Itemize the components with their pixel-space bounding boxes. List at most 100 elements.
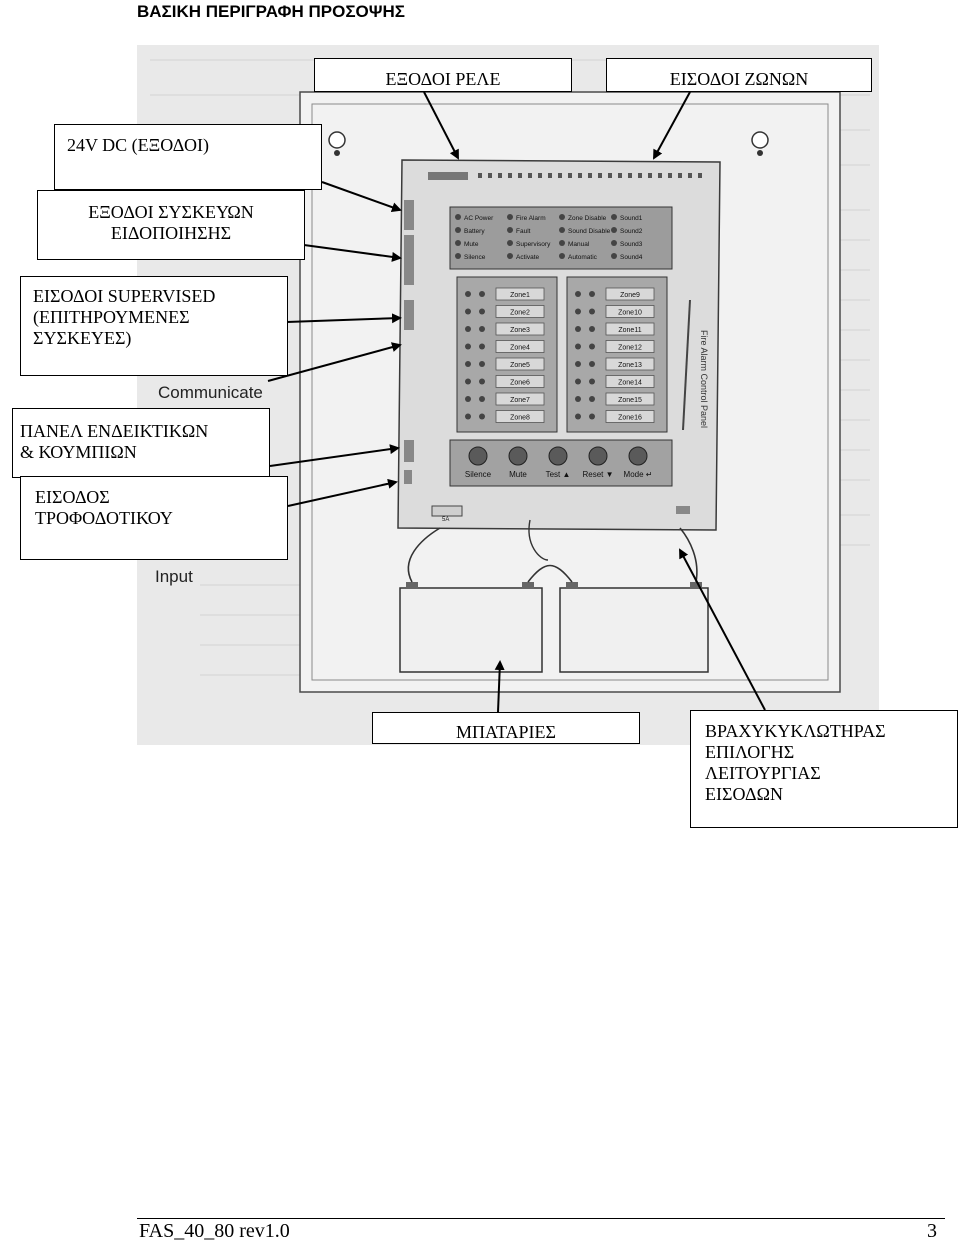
svg-text:Mute: Mute (509, 470, 527, 479)
side-panel-text: Fire Alarm Control Panel (699, 330, 709, 428)
svg-text:Zone7: Zone7 (510, 397, 530, 404)
status-led-fault: Fault (507, 227, 531, 235)
status-led-ac-power: AC Power (455, 214, 494, 222)
callout-zone-inputs: ΕΙΣΟΔΟΙ ΖΩΝΩΝ (606, 58, 872, 92)
page-title: ΒΑΣΙΚΗ ΠΕΡΙΓΡΑΦΗ ΠΡΟΣΟΨΗΣ (137, 2, 405, 21)
svg-text:Reset ▼: Reset ▼ (582, 470, 613, 479)
status-led-sound3: Sound3 (611, 240, 643, 248)
svg-text:AC Power: AC Power (464, 215, 494, 222)
svg-text:Zone13: Zone13 (618, 362, 642, 369)
svg-text:Sound4: Sound4 (620, 254, 643, 261)
svg-text:Automatic: Automatic (568, 254, 598, 261)
zone-indicator-zone8: Zone8 (465, 410, 545, 423)
arrow-notification-outputs (303, 244, 402, 262)
zone-indicator-zone10: Zone10 (575, 305, 655, 318)
zone-indicator-zone2: Zone2 (465, 305, 545, 318)
panel-button-reset: Reset ▼ (582, 446, 614, 479)
arrow-relay-outputs (423, 91, 459, 160)
status-led-supervisory: Supervisory (507, 240, 551, 248)
svg-text:Sound3: Sound3 (620, 241, 643, 248)
panel-button-mute: Mute (508, 446, 528, 479)
callout-relay-outputs: ΕΞΟΔΟΙ ΡΕΛΕ (314, 58, 572, 92)
svg-text:Zone11: Zone11 (618, 327, 641, 334)
arrow-power-input (287, 478, 398, 507)
svg-text:Battery: Battery (464, 228, 485, 235)
communicate-label: Communicate (158, 383, 263, 402)
arrow-batteries (494, 660, 505, 713)
svg-text:Zone5: Zone5 (510, 362, 530, 369)
panel-button-mode: Mode ↵ (624, 446, 653, 479)
zone-indicator-zone11: Zone11 (575, 322, 655, 336)
zone-indicator-zone16: Zone16 (575, 410, 655, 423)
fuse-label: 5A (442, 517, 449, 523)
svg-text:Silence: Silence (464, 254, 486, 261)
svg-text:Sound2: Sound2 (620, 228, 643, 235)
status-led-sound4: Sound4 (611, 253, 643, 261)
svg-text:Zone3: Zone3 (510, 327, 530, 334)
footer-page-number: 3 (927, 1220, 937, 1242)
svg-text:Zone6: Zone6 (510, 380, 530, 387)
zone-indicator-zone6: Zone6 (465, 375, 545, 388)
svg-text:Test ▲: Test ▲ (546, 470, 571, 479)
callout-supervised-inputs: ΕΙΣΟΔΟΙ SUPERVISED (ΕΠΙΤΗΡΟΥΜΕΝΕΣ ΣΥΣΚΕΥ… (20, 276, 288, 376)
status-led-battery: Battery (455, 227, 485, 235)
svg-text:Mode ↵: Mode ↵ (624, 470, 653, 479)
callout-power-input: ΕΙΣΟΔΟΣ ΤΡΟΦΟΔΟΤΙΚΟΥ (20, 476, 288, 560)
callout-dc-outputs: 24V DC (ΕΞΟΔΟΙ) (54, 124, 322, 190)
footer-doc-id: FAS_40_80 rev1.0 (139, 1220, 290, 1242)
svg-text:Supervisory: Supervisory (516, 241, 551, 248)
svg-text:Zone1: Zone1 (510, 292, 530, 299)
status-led-activate: Activate (507, 253, 540, 261)
svg-text:Zone4: Zone4 (510, 345, 530, 352)
svg-text:Fire Alarm: Fire Alarm (516, 215, 546, 222)
zone-indicator-zone14: Zone14 (575, 375, 655, 388)
svg-text:Mute: Mute (464, 241, 479, 248)
zone-indicator-zone13: Zone13 (575, 357, 655, 371)
svg-text:Zone12: Zone12 (618, 345, 642, 352)
svg-text:Fault: Fault (516, 228, 531, 235)
arrow-supervised-inputs-b (267, 342, 402, 382)
control-panel-photo: AC Power Fire Alarm Zone Disable Sound1Batt… (137, 45, 879, 745)
svg-text:Manual: Manual (568, 241, 590, 248)
panel-button-test: Test ▲ (546, 446, 571, 479)
arrow-indicator-panel (269, 444, 400, 467)
status-led-sound1: Sound1 (611, 214, 643, 222)
arrow-zone-inputs (653, 91, 691, 160)
status-led-automatic: Automatic (559, 253, 598, 261)
svg-text:Zone2: Zone2 (510, 310, 530, 317)
svg-text:Zone8: Zone8 (510, 415, 530, 422)
zone-indicator-zone3: Zone3 (465, 322, 545, 336)
status-led-fire-alarm: Fire Alarm (507, 214, 546, 222)
callout-batteries: ΜΠΑΤΑΡΙΕΣ (372, 712, 640, 744)
zone-indicator-zone9: Zone9 (575, 287, 655, 301)
arrow-supervised-inputs-a (286, 313, 402, 324)
svg-text:Zone Disable: Zone Disable (568, 215, 607, 222)
svg-text:Activate: Activate (516, 254, 540, 261)
status-led-sound-disable: Sound Disable (559, 227, 611, 235)
status-led-silence: Silence (455, 253, 486, 261)
callout-dip-switch: ΒΡΑΧΥΚΥΚΛΩΤΗΡΑΣ ΕΠΙΛΟΓΗΣ ΛΕΙΤΟΥΡΓΙΑΣ ΕΙΣ… (690, 710, 958, 828)
svg-text:Zone14: Zone14 (618, 380, 642, 387)
svg-text:Zone15: Zone15 (618, 397, 642, 404)
callout-indicator-panel: ΠΑΝΕΛ ΕΝΔΕΙΚΤΙΚΩΝ & ΚΟΥΜΠΙΩΝ (12, 408, 270, 478)
panel-button-silence: Silence (465, 446, 492, 479)
status-led-mute: Mute (455, 240, 479, 248)
callout-notification-outputs: ΕΞΟΔΟΙ ΣΥΣΚΕΥΩΝ ΕΙΔΟΠΟΙΗΣΗΣ (37, 190, 305, 260)
zone-indicator-zone15: Zone15 (575, 392, 655, 406)
input-label: Input (155, 567, 193, 586)
status-led-zone-disable: Zone Disable (559, 214, 607, 222)
zone-indicator-zone4: Zone4 (465, 340, 545, 353)
svg-text:Sound1: Sound1 (620, 215, 643, 222)
zone-indicator-zone5: Zone5 (465, 357, 545, 371)
zone-indicator-zone12: Zone12 (575, 340, 655, 353)
footer-rule (137, 1218, 945, 1219)
status-led-sound2: Sound2 (611, 227, 643, 235)
status-led-manual: Manual (559, 240, 590, 248)
arrow-dc-outputs (321, 181, 402, 213)
svg-text:Zone10: Zone10 (618, 310, 642, 317)
svg-text:Sound Disable: Sound Disable (568, 228, 611, 235)
zone-indicator-zone1: Zone1 (465, 287, 545, 301)
zone-indicator-zone7: Zone7 (465, 392, 545, 406)
